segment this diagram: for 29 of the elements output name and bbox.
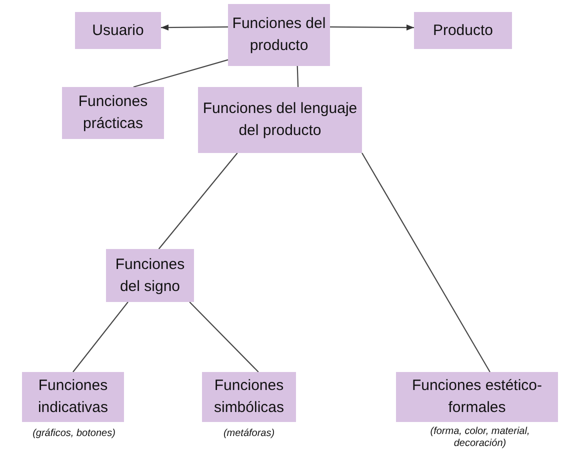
connector-line	[189, 302, 259, 372]
node-note: (forma, color, material, decoración)	[429, 426, 531, 449]
node-note: (metáforas)	[222, 428, 276, 440]
process-box	[75, 12, 161, 49]
node-note: (gráficos, botones)	[32, 428, 116, 440]
arrow	[161, 24, 228, 31]
process-box	[396, 372, 558, 422]
node-label: Funciones del producto	[232, 14, 326, 56]
process-box	[62, 87, 164, 139]
connector-line	[362, 152, 490, 372]
node-label: Funciones del lenguaje del producto	[202, 99, 358, 141]
process-box	[202, 372, 296, 422]
node-label: Funciones del signo	[114, 254, 186, 296]
connector-line	[296, 66, 299, 88]
process-box	[106, 249, 194, 302]
connector-line	[72, 302, 128, 372]
process-box	[414, 12, 512, 49]
process-box	[228, 4, 330, 66]
node-label: Funciones estético-formales	[410, 376, 544, 418]
connector-line	[158, 152, 238, 250]
connector-line	[133, 59, 228, 88]
node-label: Usuario	[92, 20, 144, 41]
process-box	[198, 87, 362, 153]
node-label: Funciones simbólicas	[212, 376, 286, 418]
process-box	[22, 372, 124, 422]
node-label: Producto	[432, 20, 494, 41]
node-label: Funciones indicativas	[36, 376, 110, 418]
arrow	[330, 24, 414, 31]
node-label: Funciones prácticas	[77, 92, 149, 134]
